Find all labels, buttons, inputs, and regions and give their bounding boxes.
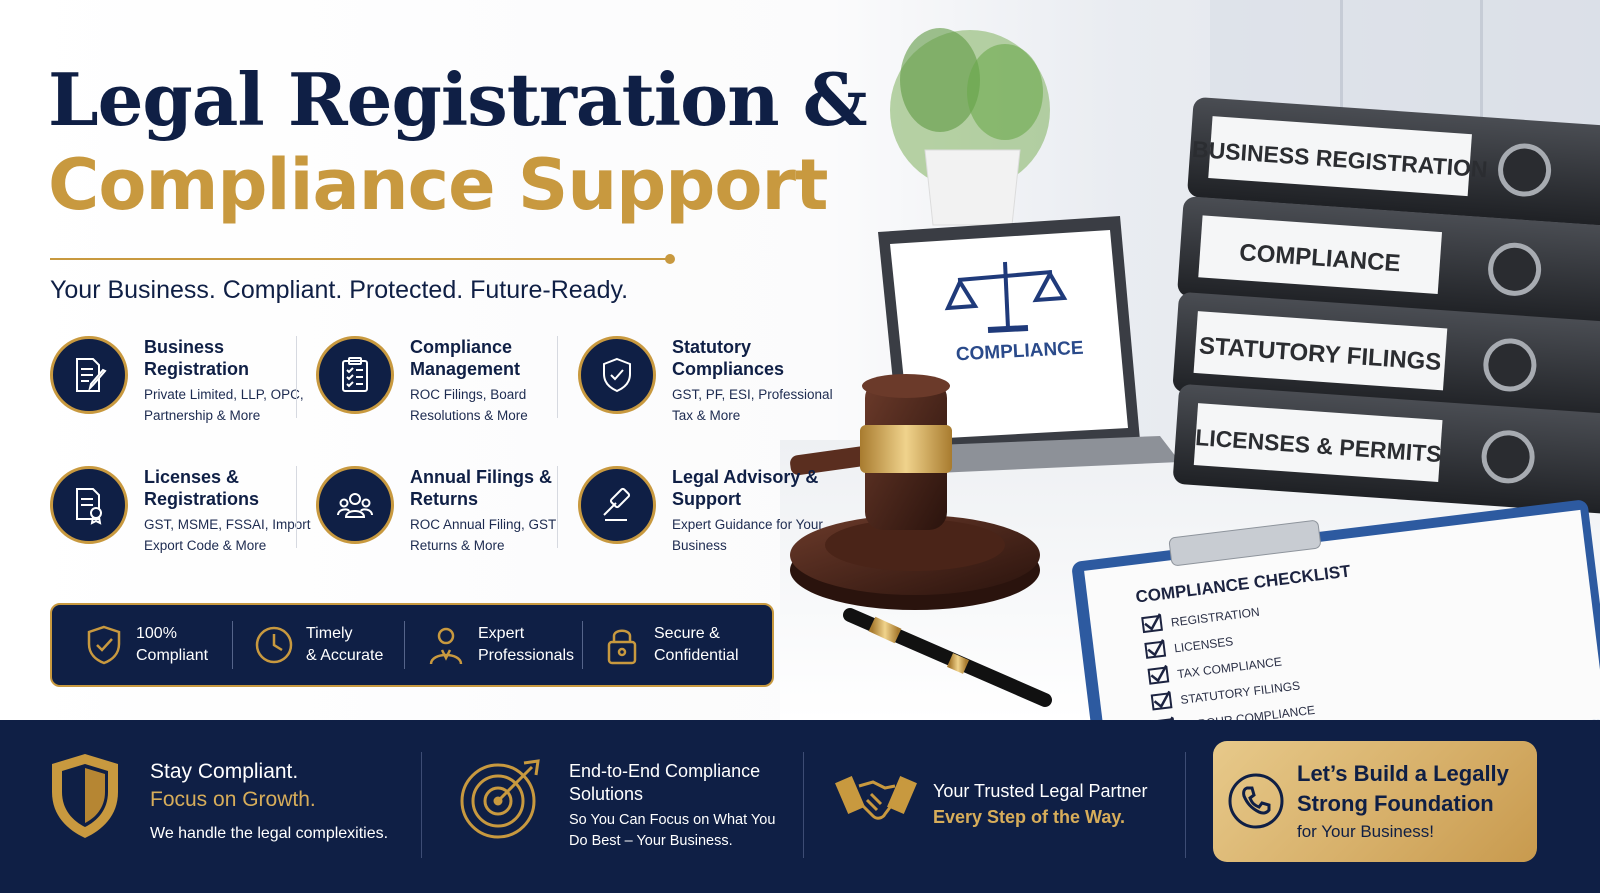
service-description: ROC Filings, Board Resolutions & More bbox=[410, 387, 528, 423]
footer-block2-sub: So You Can Focus on What You Do Best – Y… bbox=[569, 812, 776, 849]
compliance-checklist-clipboard: COMPLIANCE CHECKLIST REGISTRATION LICENS… bbox=[1072, 500, 1600, 720]
footer-divider bbox=[803, 752, 804, 858]
service-description: GST, PF, ESI, Professional Tax & More bbox=[672, 387, 833, 423]
phone-icon bbox=[1228, 773, 1284, 829]
footer-block1-sub: We handle the legal complexities. bbox=[150, 825, 389, 842]
checklist-icon bbox=[316, 336, 394, 414]
handshake-icon bbox=[835, 776, 917, 820]
shield-check-icon bbox=[82, 623, 126, 667]
service-compliance-management: Compliance Management ROC Filings, Board… bbox=[316, 336, 576, 456]
feature-line1: Expert bbox=[478, 625, 525, 642]
shield-icon bbox=[52, 754, 118, 838]
footer-block1-line2: Focus on Growth. bbox=[150, 788, 316, 811]
footer-block3: Your Trusted Legal Partner Every Step of… bbox=[933, 778, 1147, 830]
title-divider bbox=[50, 258, 670, 260]
feature-divider bbox=[582, 621, 583, 669]
feature-line1: Timely bbox=[306, 625, 353, 642]
service-legal-advisory: Legal Advisory & Support Expert Guidance… bbox=[578, 466, 838, 586]
certificate-icon bbox=[50, 466, 128, 544]
footer-block2: End-to-End Compliance Solutions So You C… bbox=[569, 760, 789, 852]
service-divider bbox=[296, 336, 297, 418]
feature-divider bbox=[232, 621, 233, 669]
feature-timely: Timely & Accurate bbox=[252, 605, 383, 685]
service-title: Compliance Management bbox=[410, 337, 521, 379]
service-divider bbox=[557, 466, 558, 548]
service-title: Business Registration bbox=[144, 337, 250, 379]
cta-line1: Let’s Build a Legally bbox=[1297, 761, 1509, 786]
footer-divider bbox=[421, 752, 422, 858]
feature-line2: & Accurate bbox=[306, 647, 384, 664]
feature-divider bbox=[404, 621, 405, 669]
scales-of-justice-icon bbox=[944, 261, 1068, 333]
service-business-registration: Business Registration Private Limited, L… bbox=[50, 336, 310, 456]
hero-tagline: Your Business. Compliant. Protected. Fut… bbox=[50, 276, 629, 304]
people-group-icon bbox=[316, 466, 394, 544]
gavel-icon bbox=[578, 466, 656, 544]
service-divider bbox=[557, 336, 558, 418]
shield-check-icon bbox=[578, 336, 656, 414]
plant-icon bbox=[890, 28, 1050, 226]
target-icon bbox=[460, 759, 540, 839]
service-description: Expert Guidance for Your Business bbox=[672, 517, 823, 553]
footer-block3-line1: Your Trusted Legal Partner bbox=[933, 781, 1148, 801]
service-divider bbox=[296, 466, 297, 548]
clock-icon bbox=[252, 623, 296, 667]
document-pen-icon bbox=[50, 336, 128, 414]
service-title: Statutory Compliances bbox=[672, 337, 785, 379]
footer-divider bbox=[1185, 752, 1186, 858]
service-description: Private Limited, LLP, OPC, Partnership &… bbox=[144, 387, 304, 423]
service-description: GST, MSME, FSSAI, Import Export Code & M… bbox=[144, 517, 311, 553]
binder-stack: BUSINESS REGISTRATION COMPLIANCE STATUTO… bbox=[1173, 97, 1600, 515]
hero-title-line1: Legal Registration & bbox=[48, 57, 868, 142]
footer-block1: Stay Compliant. Focus on Growth. We hand… bbox=[150, 758, 388, 848]
gavel bbox=[790, 374, 1040, 610]
hero-title: Legal Registration & Compliance Support bbox=[48, 58, 908, 228]
service-annual-filings: Annual Filings & Returns ROC Annual Fili… bbox=[316, 466, 576, 586]
professional-icon bbox=[424, 623, 468, 667]
feature-line1: 100% bbox=[136, 625, 177, 642]
hero-illustration: COMPLIANCE BUSINESS REGISTRATION COMPLIA… bbox=[780, 0, 1600, 720]
feature-line1: Secure & bbox=[654, 625, 720, 642]
service-statutory-compliances: Statutory Compliances GST, PF, ESI, Prof… bbox=[578, 336, 838, 456]
service-description: ROC Annual Filing, GST Returns & More bbox=[410, 517, 557, 553]
cta-text: Let’s Build a Legally Strong Foundation … bbox=[1297, 759, 1509, 845]
footer-block1-line1: Stay Compliant. bbox=[150, 760, 299, 783]
feature-line2: Confidential bbox=[654, 647, 739, 664]
service-title: Licenses & Registrations bbox=[144, 467, 260, 509]
lock-icon bbox=[600, 623, 644, 667]
feature-line2: Compliant bbox=[136, 647, 209, 664]
service-title: Annual Filings & Returns bbox=[410, 467, 552, 509]
feature-compliant: 100% Compliant bbox=[82, 605, 208, 685]
pen bbox=[843, 608, 1052, 707]
cta-card[interactable]: Let’s Build a Legally Strong Foundation … bbox=[1213, 741, 1537, 862]
cta-line3: for Your Business! bbox=[1297, 822, 1435, 841]
title-divider-dot bbox=[665, 254, 675, 264]
hero-title-line2: Compliance Support bbox=[48, 144, 828, 226]
feature-line2: Professionals bbox=[478, 647, 575, 664]
service-title: Legal Advisory & Support bbox=[672, 467, 819, 509]
feature-secure: Secure & Confidential bbox=[600, 605, 739, 685]
service-licenses-registrations: Licenses & Registrations GST, MSME, FSSA… bbox=[50, 466, 311, 586]
footer-block2-title: End-to-End Compliance Solutions bbox=[569, 761, 761, 804]
footer-block3-line2: Every Step of the Way. bbox=[933, 807, 1126, 827]
cta-line2: Strong Foundation bbox=[1297, 791, 1494, 816]
